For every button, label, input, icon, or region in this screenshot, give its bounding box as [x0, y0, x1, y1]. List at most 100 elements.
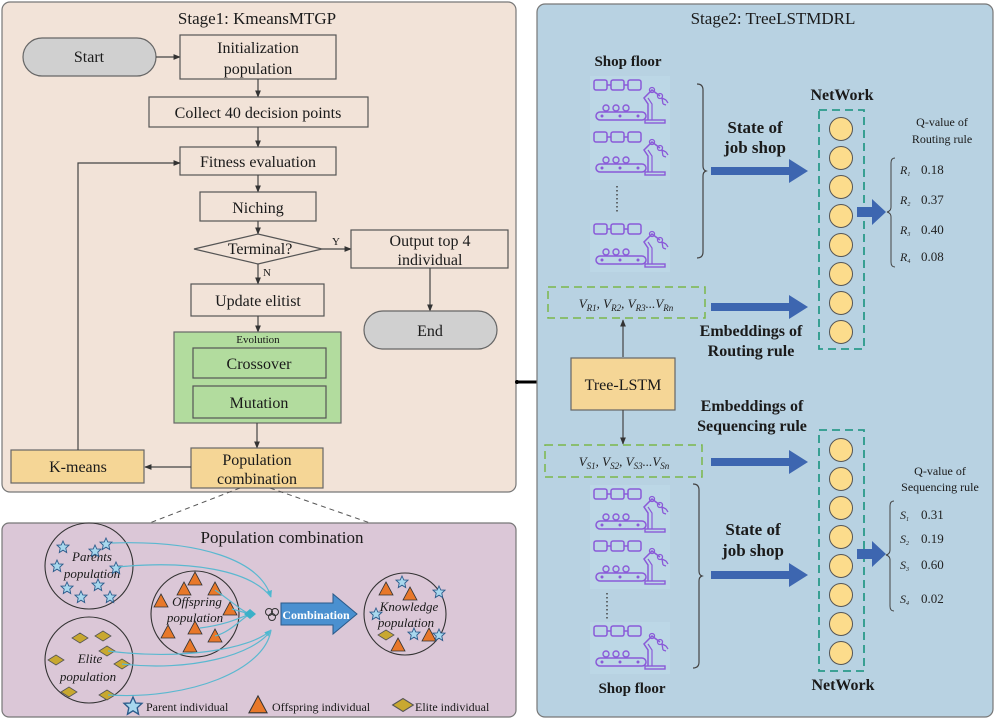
init-population-node[interactable]: Initialization population [179, 34, 337, 80]
parents-label-line2: population [63, 566, 120, 581]
network-bottom-label: NetWork [811, 677, 874, 694]
neuron-node [829, 525, 853, 549]
network-bottom-neurons [829, 438, 853, 665]
shop-floor-bottom-machines [589, 484, 671, 675]
shop-floor-top-machines [589, 75, 671, 273]
popcomb-label-line2: combination [217, 471, 297, 488]
init-label-line2: population [224, 61, 292, 78]
q-value-rule: R1 [899, 163, 910, 178]
factory-robot-icon [589, 219, 671, 273]
neuron-node [829, 438, 853, 462]
q-value-rule: S4 [900, 592, 909, 607]
tree-lstm-label: Tree-LSTM [585, 377, 662, 394]
q-value-number: 0.08 [921, 249, 944, 264]
emb-routing-line1: Embeddings of [700, 323, 803, 340]
arrow-embedding-sequencing [711, 450, 808, 474]
arrow-network-top-output [857, 199, 886, 225]
emb-routing-line2: Routing rule [708, 343, 795, 360]
collect-decision-points-node[interactable]: Collect 40 decision points [148, 96, 369, 128]
start-node[interactable]: Start [22, 37, 157, 77]
vector-subscript: R2 [610, 303, 621, 313]
vector-base: V [628, 296, 638, 311]
embedding-sequencing-box[interactable]: VS1, VS2, VS3...VSn [544, 444, 703, 478]
output-label-line1: Output top 4 [390, 233, 471, 250]
emb-sequencing-line1: Embeddings of [701, 398, 804, 415]
vector-separator: ... [643, 454, 653, 469]
population-combination-node[interactable]: Population combination [190, 447, 324, 489]
legend-elite-label: Elite individual [415, 700, 490, 714]
state-bottom-line1: State of [725, 520, 781, 539]
vector-base: V [602, 454, 612, 469]
neuron-node [829, 612, 853, 636]
q-sequencing-title-line2: Sequencing rule [901, 480, 979, 494]
stage2-title: Stage2: TreeLSTMDRL [691, 9, 856, 28]
parents-population[interactable]: Parents population [44, 522, 134, 610]
embedding-sequencing-vector: VS1, VS2, VS3...VSn [579, 454, 670, 471]
vector-base: V [579, 454, 589, 469]
niching-label: Niching [232, 200, 284, 217]
q-routing-title-line1: Q-value of [916, 115, 968, 129]
evolution-group[interactable]: Evolution Crossover Mutation [173, 331, 342, 424]
elite-label-line1: Elite [77, 651, 103, 666]
q-value-number: 0.18 [921, 162, 944, 177]
q-value-rule: S3 [900, 558, 909, 573]
yes-label: Y [332, 236, 340, 248]
vector-subscript: S2 [610, 461, 620, 471]
mutation-node[interactable]: Mutation [192, 385, 327, 419]
arrow-kmeans-fitness [77, 160, 181, 450]
legend-offspring-label: Offspring individual [272, 700, 371, 714]
zoom-connector-right [269, 487, 374, 525]
niching-node[interactable]: Niching [199, 191, 317, 222]
popcomb-label-line1: Population [222, 452, 291, 469]
state-top-line2: job shop [723, 138, 786, 157]
q-value-row: R1 0.18 [899, 162, 944, 178]
output-top-individual-node[interactable]: Output top 4 individual [350, 229, 509, 269]
vector-base: V [603, 296, 613, 311]
knowledge-label-line2: population [377, 615, 434, 630]
neuron-node [829, 146, 853, 170]
combination-arrow[interactable]: Combination [280, 592, 358, 636]
end-node[interactable]: End [363, 310, 498, 350]
vector-subscript: Sn [660, 461, 670, 471]
update-elitist-node[interactable]: Update elitist [190, 283, 325, 317]
vector-separator: , [597, 296, 604, 311]
offspring-population[interactable]: Offspring population [150, 570, 240, 658]
collect-label: Collect 40 decision points [175, 105, 342, 122]
tree-lstm-node[interactable]: Tree-LSTM [570, 357, 676, 411]
embedding-routing-vector: VR1, VR2, VR3...VRn [579, 296, 674, 313]
vector-subscript: S1 [587, 461, 596, 471]
neuron-node [829, 175, 853, 199]
fitness-label: Fitness evaluation [200, 154, 316, 171]
q-sequencing-brace [885, 500, 895, 612]
neuron-node [829, 204, 853, 228]
embedding-routing-box[interactable]: VR1, VR2, VR3...VRn [547, 286, 706, 319]
elite-population[interactable]: Elite population [44, 616, 134, 704]
popcomb-background [1, 522, 517, 718]
init-label-line1: Initialization [217, 40, 299, 57]
q-value-number: 0.37 [921, 192, 944, 207]
q-routing-brace [886, 157, 896, 268]
q-routing-title-line2: Routing rule [912, 132, 972, 146]
fitness-evaluation-node[interactable]: Fitness evaluation [179, 146, 337, 176]
kmeans-node[interactable]: K-means [10, 449, 145, 484]
factory-robot-icon [589, 75, 671, 129]
end-label: End [417, 323, 443, 340]
no-label: N [263, 267, 271, 279]
legend: Parent individual Offspring individual E… [123, 695, 490, 715]
q-value-rule: S1 [900, 508, 909, 523]
knowledge-population[interactable]: Knowledge population [363, 572, 447, 656]
arrow-embedding-routing [711, 295, 808, 319]
factory-robot-icon [589, 127, 671, 181]
elite-label-line2: population [59, 669, 116, 684]
factory-robot-icon [589, 621, 671, 675]
q-value-rule: S2 [900, 532, 909, 547]
crossover-node[interactable]: Crossover [192, 347, 327, 379]
q-value-number: 0.40 [921, 222, 944, 237]
kmeans-label: K-means [49, 459, 107, 476]
connector-dot [515, 380, 519, 384]
